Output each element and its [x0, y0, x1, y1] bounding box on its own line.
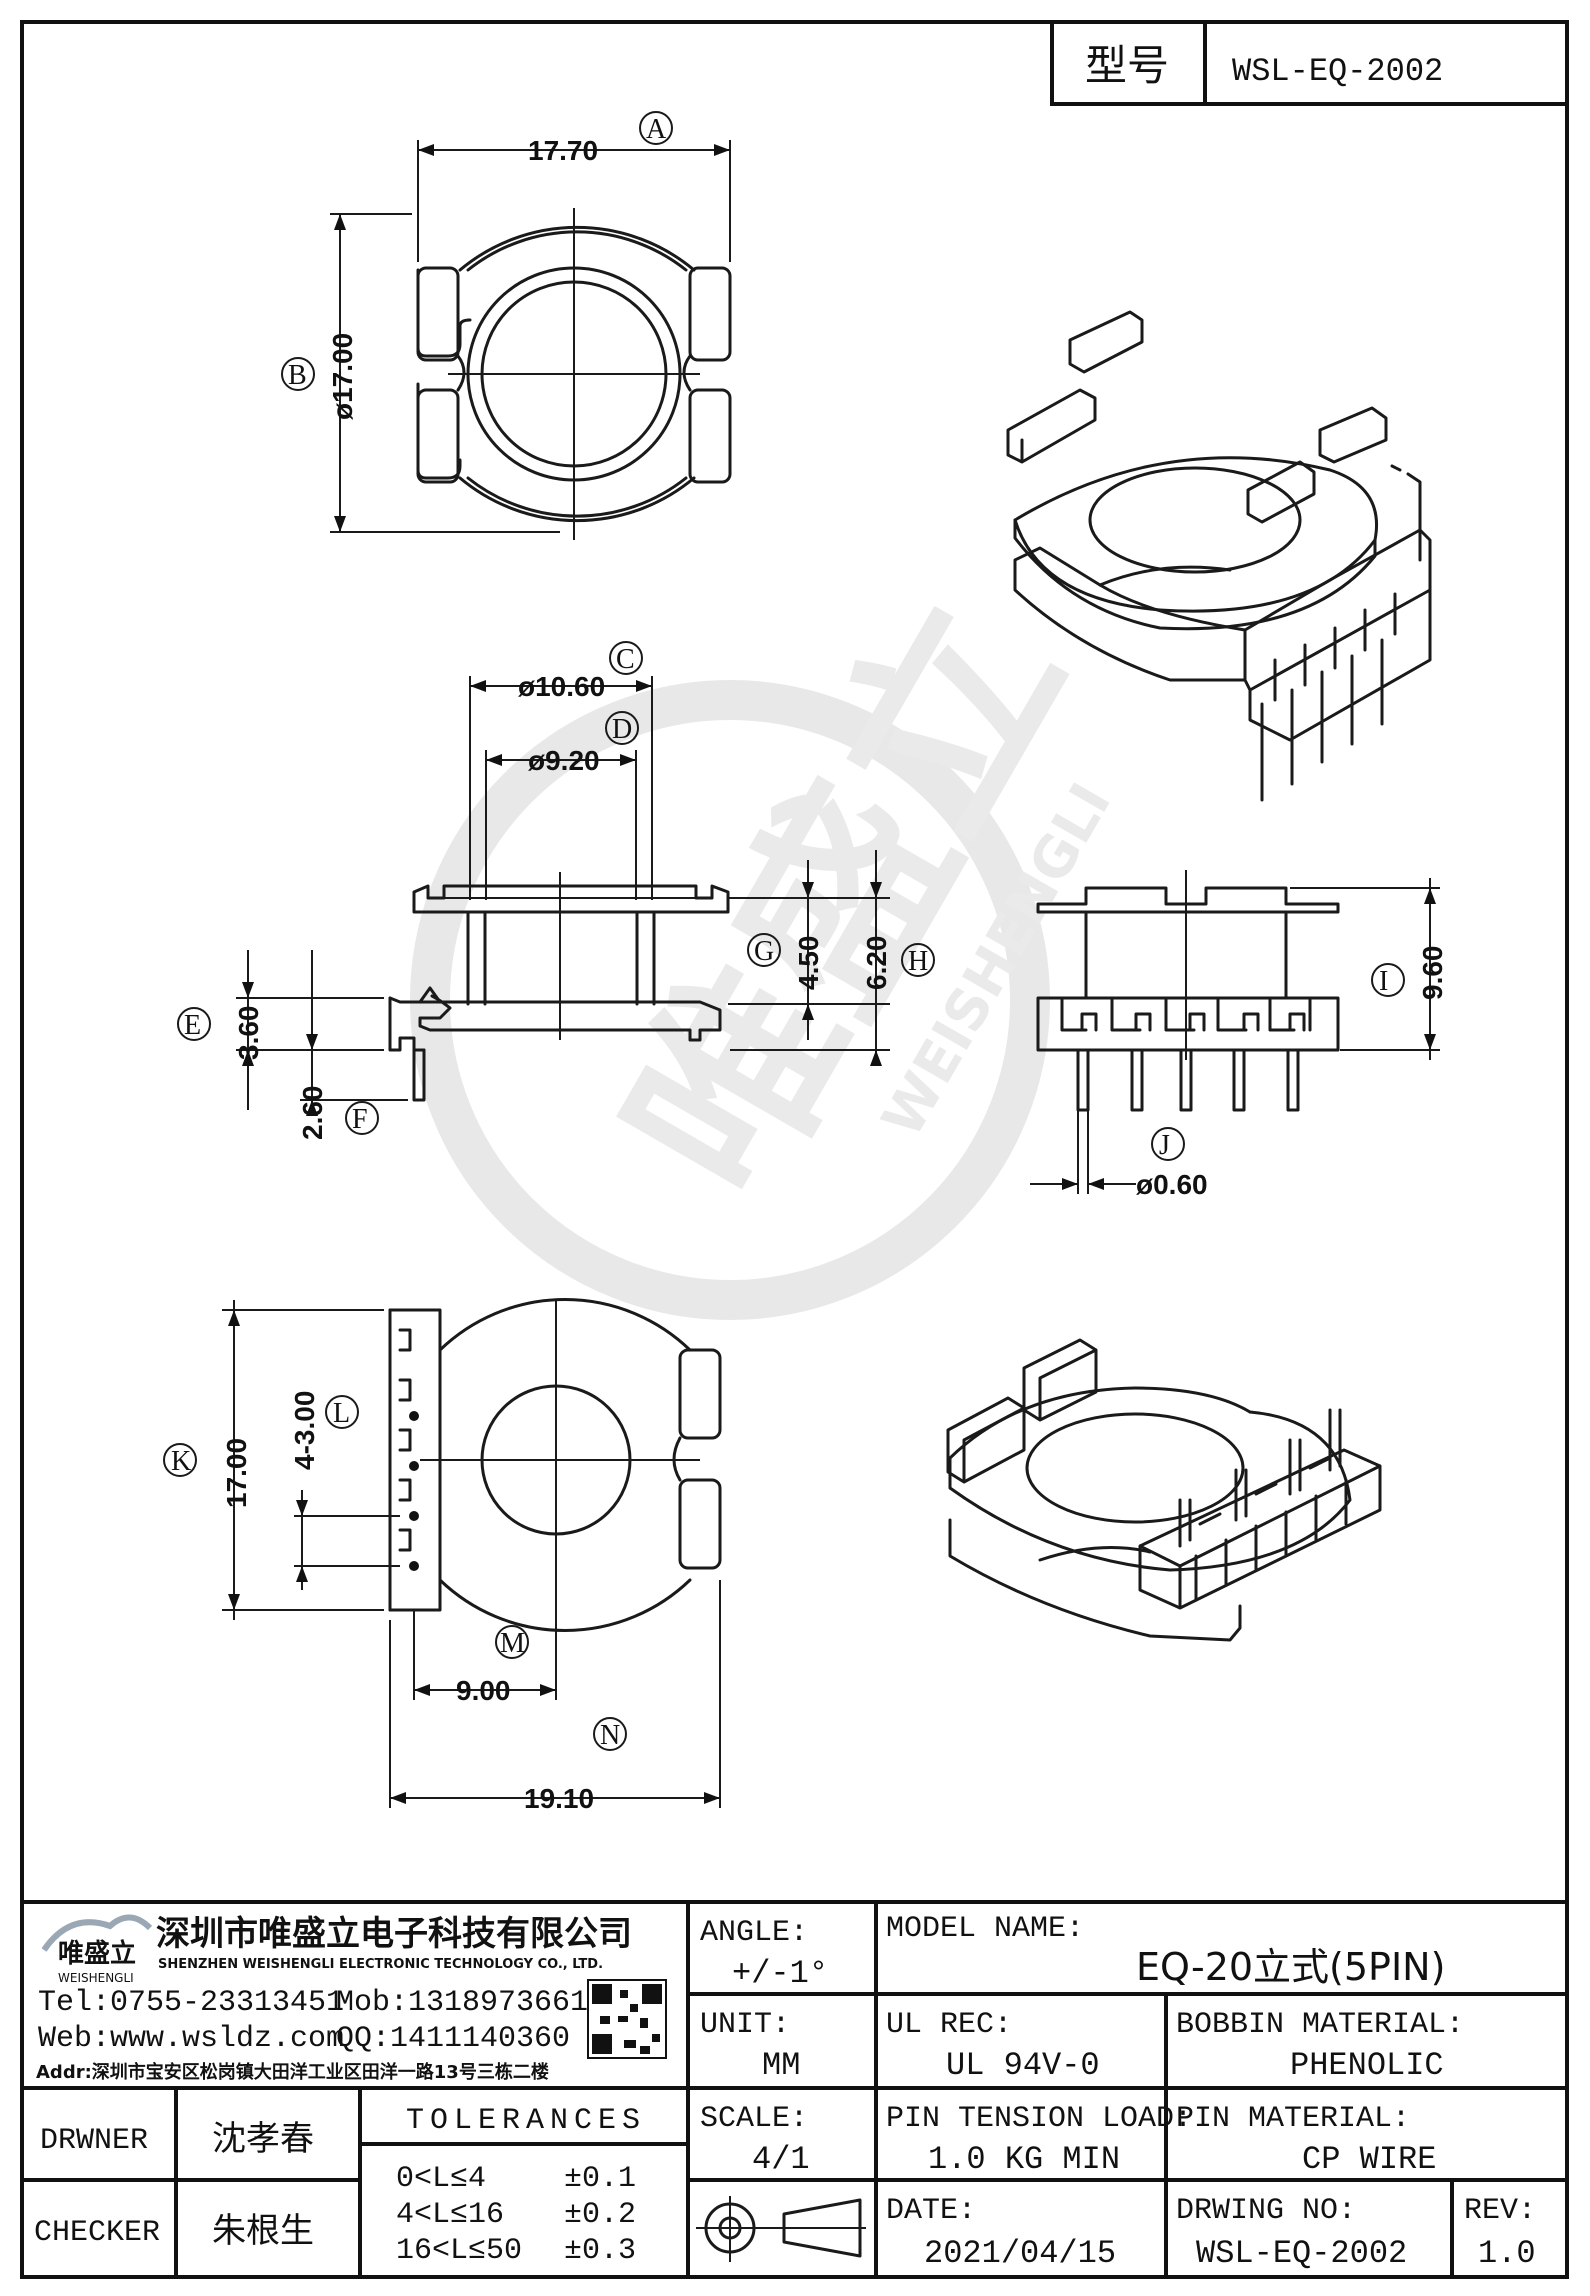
dim-m-value: 9.00 — [456, 1675, 511, 1706]
tolerances-label: TOLERANCES — [406, 2104, 646, 2138]
dim-i-value: 9.60 — [1417, 946, 1448, 1001]
drawer-label: DRWNER — [40, 2124, 148, 2158]
date-value: 2021/04/15 — [924, 2235, 1116, 2272]
dim-k-tag: K — [171, 1446, 191, 1477]
dim-c-value: ø10.60 — [518, 671, 605, 702]
qr-code — [587, 1979, 667, 2059]
rev-label: REV: — [1464, 2194, 1536, 2228]
company-name-en: SHENZHEN WEISHENGLI ELECTRONIC TECHNOLOG… — [158, 1957, 603, 1972]
header-type-label: 型号 — [1085, 41, 1169, 90]
ul-rec-label: UL REC: — [886, 2008, 1012, 2042]
dim-n-tag: N — [600, 1720, 620, 1751]
logo-en: WEISHENGLI — [58, 1971, 134, 1985]
company-addr: Addr:深圳市宝安区松岗镇大田洋工业区田洋一路13号三栋二楼 — [36, 2061, 549, 2083]
dim-b-balloon — [281, 357, 315, 391]
watermark-ring — [410, 680, 1050, 1320]
tolerance-range-2: 4<L≤16 — [396, 2198, 504, 2232]
tolerance-value-3: ±0.3 — [564, 2234, 636, 2268]
scale-value: 4/1 — [752, 2141, 810, 2178]
dim-n-value: 19.10 — [524, 1783, 594, 1814]
iso-view-bottom — [946, 1338, 1382, 1642]
header-model-code: WSL-EQ-2002 — [1232, 53, 1443, 90]
dim-f-value: 2.60 — [297, 1086, 328, 1141]
pin-material-label: PIN MATERIAL: — [1176, 2102, 1410, 2136]
dim-e-value: 3.60 — [233, 1006, 264, 1061]
dim-c-tag: C — [616, 644, 635, 675]
iso-view-top — [1006, 310, 1432, 802]
scale-label: SCALE: — [700, 2102, 808, 2136]
dim-g-value: 4.50 — [793, 936, 824, 991]
rev-value: 1.0 — [1478, 2235, 1536, 2272]
dim-a-balloon — [639, 111, 673, 145]
dim-d-tag: D — [612, 714, 632, 745]
dim-h-value: 6.20 — [861, 936, 892, 991]
checker-name: 朱根生 — [212, 2211, 314, 2251]
drawing-no-value: WSL-EQ-2002 — [1196, 2235, 1407, 2272]
dim-h-tag: H — [908, 946, 928, 977]
pin-tension-value: 1.0 KG MIN — [928, 2141, 1120, 2178]
company-mob: Mob:13189736612 — [336, 1986, 606, 2020]
company-logo: 唯盛立 WEISHENGLI — [41, 1914, 153, 1985]
sheet-border — [20, 20, 1569, 2279]
tolerance-value-2: ±0.2 — [564, 2198, 636, 2232]
front-view — [236, 676, 890, 1116]
tolerance-range-3: 16<L≤50 — [396, 2234, 522, 2268]
header-model-box: 型号 WSL-EQ-2002 — [1050, 20, 1569, 106]
dim-a-tag: A — [646, 114, 667, 145]
dim-f-tag: F — [352, 1104, 368, 1135]
dim-l-tag: L — [333, 1398, 350, 1429]
date-label: DATE: — [886, 2194, 976, 2228]
dim-l-value: 4-3.00 — [289, 1391, 320, 1470]
dim-j-value: ø0.60 — [1136, 1169, 1208, 1200]
company-qq: QQ:1411140360 — [336, 2022, 570, 2056]
checker-label: CHECKER — [34, 2216, 160, 2250]
dim-e-tag: E — [184, 1010, 201, 1041]
company-name-cn: 深圳市唯盛立电子科技有限公司 — [156, 1914, 632, 1954]
pin-material-value: CP WIRE — [1302, 2141, 1436, 2178]
dim-j-tag: J — [1159, 1130, 1170, 1161]
company-web: Web:www.wsldz.com — [38, 2022, 344, 2056]
bobbin-material-value: PHENOLIC — [1290, 2047, 1444, 2084]
model-name-label: MODEL NAME: — [886, 1912, 1084, 1946]
tolerance-range-1: 0<L≤4 — [396, 2162, 486, 2196]
dim-g-tag: G — [754, 936, 774, 967]
title-block — [22, 1900, 1567, 2277]
pin-tension-label: PIN TENSION LOAD: — [886, 2102, 1192, 2136]
drawing-no-label: DRWING NO: — [1176, 2194, 1356, 2228]
unit-value: MM — [762, 2047, 800, 2084]
dim-k-value: 17.00 — [221, 1438, 252, 1508]
dim-a-value: 17.70 — [528, 135, 598, 166]
dim-m-tag: M — [500, 1628, 525, 1659]
dim-i-tag: I — [1379, 966, 1388, 997]
logo-cn: 唯盛立 — [58, 1938, 136, 1969]
dim-d-value: ø9.20 — [528, 745, 600, 776]
dim-b-value: ø17.00 — [327, 333, 358, 420]
company-tel: Tel:0755-23313451 — [38, 1986, 344, 2020]
drawer-name: 沈孝春 — [212, 2119, 314, 2159]
projection-symbol — [696, 2196, 866, 2262]
side-view — [1030, 870, 1440, 1194]
angle-value: +/-1° — [732, 1955, 828, 1992]
tolerance-value-1: ±0.1 — [564, 2162, 636, 2196]
unit-label: UNIT: — [700, 2008, 790, 2042]
dim-b-tag: B — [288, 360, 307, 391]
top-view — [330, 140, 732, 540]
ul-rec-value: UL 94V-0 — [946, 2047, 1100, 2084]
angle-label: ANGLE: — [700, 1916, 808, 1950]
model-name-value: EQ-20立式(5PIN) — [1136, 1945, 1445, 1989]
bobbin-material-label: BOBBIN MATERIAL: — [1176, 2008, 1464, 2042]
bottom-view — [222, 1298, 722, 1808]
